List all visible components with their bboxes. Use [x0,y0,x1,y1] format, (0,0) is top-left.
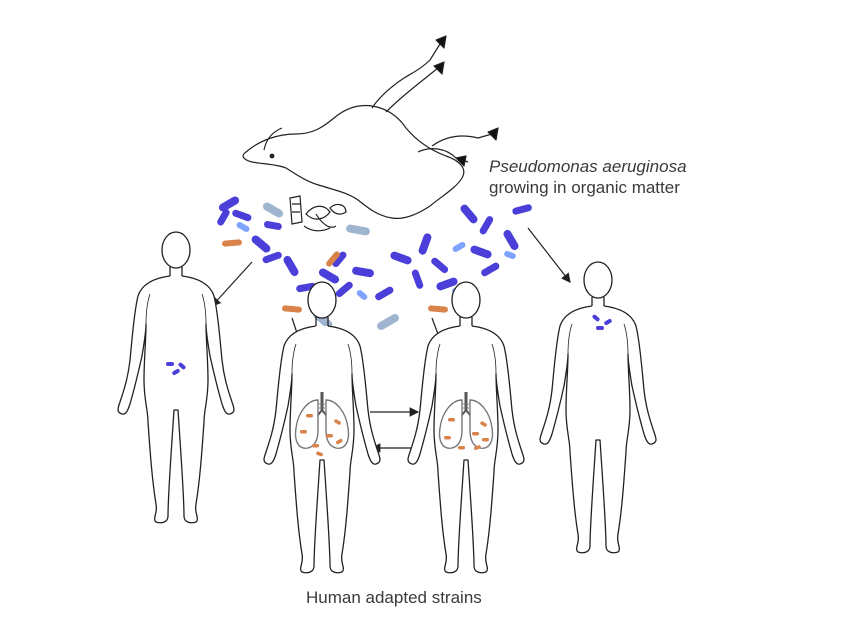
arrow-to-left-human [211,261,253,307]
human-center-right [407,281,525,574]
human-adapted-label: Human adapted strains [306,588,482,607]
human-right [539,261,657,554]
human-left [117,231,235,524]
growing-label: growing in organic matter [489,178,680,197]
arrow-to-right-human [527,227,571,283]
species-label: Pseudomonas aeruginosa [489,157,687,176]
deer-carcass-icon [242,35,499,219]
human-center-left [263,281,381,574]
organic-waste-icon [289,195,347,232]
bacteria-orange [222,239,448,313]
bacteria-cluster [217,196,532,301]
